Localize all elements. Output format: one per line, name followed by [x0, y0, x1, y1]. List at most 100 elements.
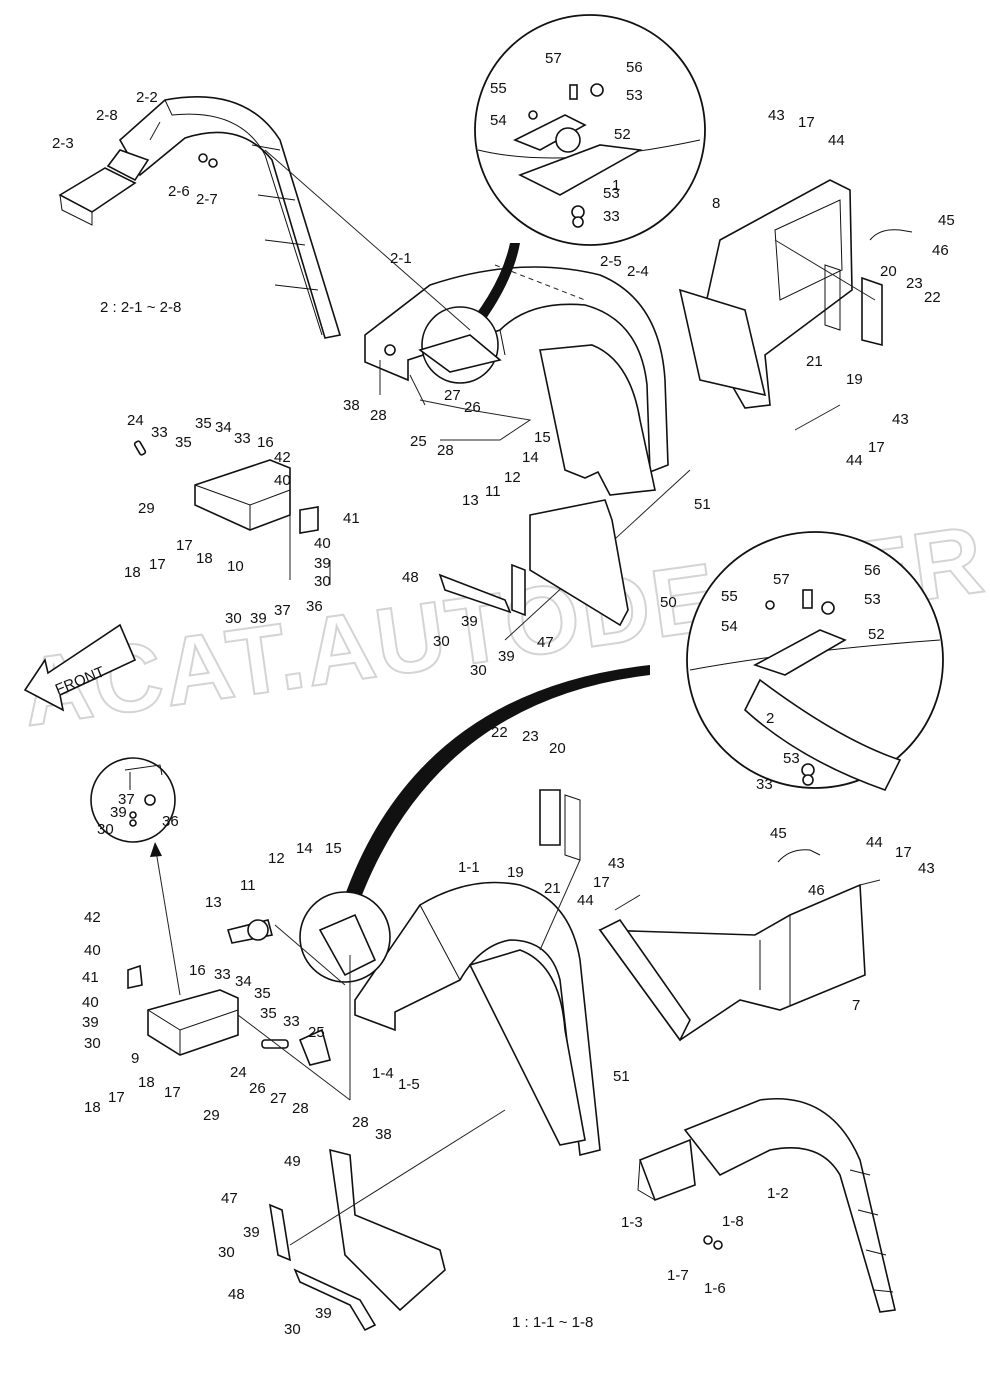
- callout-label: 36: [162, 813, 179, 830]
- callout-label: 16: [189, 962, 206, 979]
- callout-label: 19: [846, 371, 863, 388]
- callout-label: 2-3: [52, 135, 74, 152]
- callout-label: 33: [603, 208, 620, 225]
- fender-1-2-drawing: [637, 1098, 896, 1313]
- callout-label: 30: [470, 662, 487, 679]
- callout-label: 23: [906, 275, 923, 292]
- callout-label: 43: [768, 107, 785, 124]
- callout-label: 28: [437, 442, 454, 459]
- bracket-9-drawing: [127, 919, 331, 1066]
- callout-label: 44: [846, 452, 863, 469]
- callout-label: 2-5: [600, 253, 622, 270]
- callout-label: 17: [868, 439, 885, 456]
- fender-1-1-drawing: [299, 881, 601, 1156]
- callout-label: 20: [880, 263, 897, 280]
- callout-label: 30: [314, 573, 331, 590]
- callout-label: 48: [402, 569, 419, 586]
- callout-label: 18: [138, 1074, 155, 1091]
- callout-label: 53: [783, 750, 800, 767]
- callout-label: 55: [721, 588, 738, 605]
- callout-label: 30: [284, 1321, 301, 1338]
- callout-label: 17: [164, 1084, 181, 1101]
- callout-label: 57: [773, 571, 790, 588]
- callout-label: 15: [534, 429, 551, 446]
- callout-label: 26: [249, 1080, 266, 1097]
- callout-label: 14: [522, 449, 539, 466]
- callout-label: 30: [97, 821, 114, 838]
- callout-label: 15: [325, 840, 342, 857]
- callout-label: 1-1: [458, 859, 480, 876]
- callout-label: 47: [537, 634, 554, 651]
- callout-label: 13: [205, 894, 222, 911]
- group-note-top: 2 : 2-1 ~ 2-8: [100, 299, 181, 316]
- callout-label: 40: [84, 942, 101, 959]
- callout-label: 17: [176, 537, 193, 554]
- callout-label: 45: [770, 825, 787, 842]
- callout-label: 40: [274, 472, 291, 489]
- callout-label: 35: [260, 1005, 277, 1022]
- callout-label: 17: [149, 556, 166, 573]
- callout-label: 34: [235, 973, 252, 990]
- panel-8-drawing: [678, 179, 913, 409]
- detail-circle-top: [474, 14, 706, 246]
- callout-label: 1-8: [722, 1213, 744, 1230]
- callout-label: 12: [268, 850, 285, 867]
- leader-lines: [149, 121, 532, 1101]
- callout-label: 46: [932, 242, 949, 259]
- fender-2-1-drawing: [364, 264, 669, 496]
- callout-label: 1-3: [621, 1214, 643, 1231]
- callout-label: 49: [284, 1153, 301, 1170]
- callout-label: 33: [151, 424, 168, 441]
- callout-label: 53: [603, 185, 620, 202]
- callout-label: 17: [798, 114, 815, 131]
- callout-label: 27: [444, 387, 461, 404]
- callout-label: 44: [866, 834, 883, 851]
- callout-label: 16: [257, 434, 274, 451]
- callout-label: 14: [296, 840, 313, 857]
- callout-label: 1: [612, 177, 620, 194]
- callout-label: 41: [343, 510, 360, 527]
- callout-label: 11: [485, 483, 501, 500]
- group-note-bottom: 1 : 1-1 ~ 1-8: [512, 1314, 593, 1331]
- callout-label: 54: [721, 618, 738, 635]
- callout-label: 45: [938, 212, 955, 229]
- callout-label: 29: [203, 1107, 220, 1124]
- callout-label: 50: [660, 594, 677, 611]
- callout-label: 35: [254, 985, 271, 1002]
- callout-label: 47: [221, 1190, 238, 1207]
- callout-label: 36: [306, 598, 323, 615]
- callout-label: 57: [545, 50, 562, 67]
- bracket-10-drawing: [133, 440, 319, 534]
- mudflap-49-drawing: [268, 1148, 446, 1332]
- callout-label: 52: [614, 126, 631, 143]
- callout-label: 33: [283, 1013, 300, 1030]
- callout-label: 1-7: [667, 1267, 689, 1284]
- callout-label: 51: [694, 496, 711, 513]
- callout-label: 2-2: [136, 89, 158, 106]
- callout-label: 39: [498, 648, 515, 665]
- callout-label: 22: [491, 724, 508, 741]
- callout-label: 2-7: [196, 191, 218, 208]
- callout-label: 38: [343, 397, 360, 414]
- callout-label: 46: [808, 882, 825, 899]
- callout-label: 24: [127, 412, 144, 429]
- callout-label: 11: [240, 877, 256, 894]
- fender-2-2-drawing: [58, 96, 342, 339]
- callout-label: 30: [218, 1244, 235, 1261]
- callout-label: 48: [228, 1286, 245, 1303]
- callout-label: 13: [462, 492, 479, 509]
- callout-label: 18: [124, 564, 141, 581]
- callout-label: 42: [274, 449, 291, 466]
- callout-label: 19: [507, 864, 524, 881]
- callout-label: 9: [131, 1050, 139, 1067]
- callout-label: 39: [461, 613, 478, 630]
- panel-7-drawing: [539, 789, 866, 1042]
- callout-label: 17: [895, 844, 912, 861]
- callout-label: 41: [82, 969, 99, 986]
- callout-label: 7: [852, 997, 860, 1014]
- callout-label: 30: [433, 633, 450, 650]
- callout-label: 39: [243, 1224, 260, 1241]
- callout-label: 1-2: [767, 1185, 789, 1202]
